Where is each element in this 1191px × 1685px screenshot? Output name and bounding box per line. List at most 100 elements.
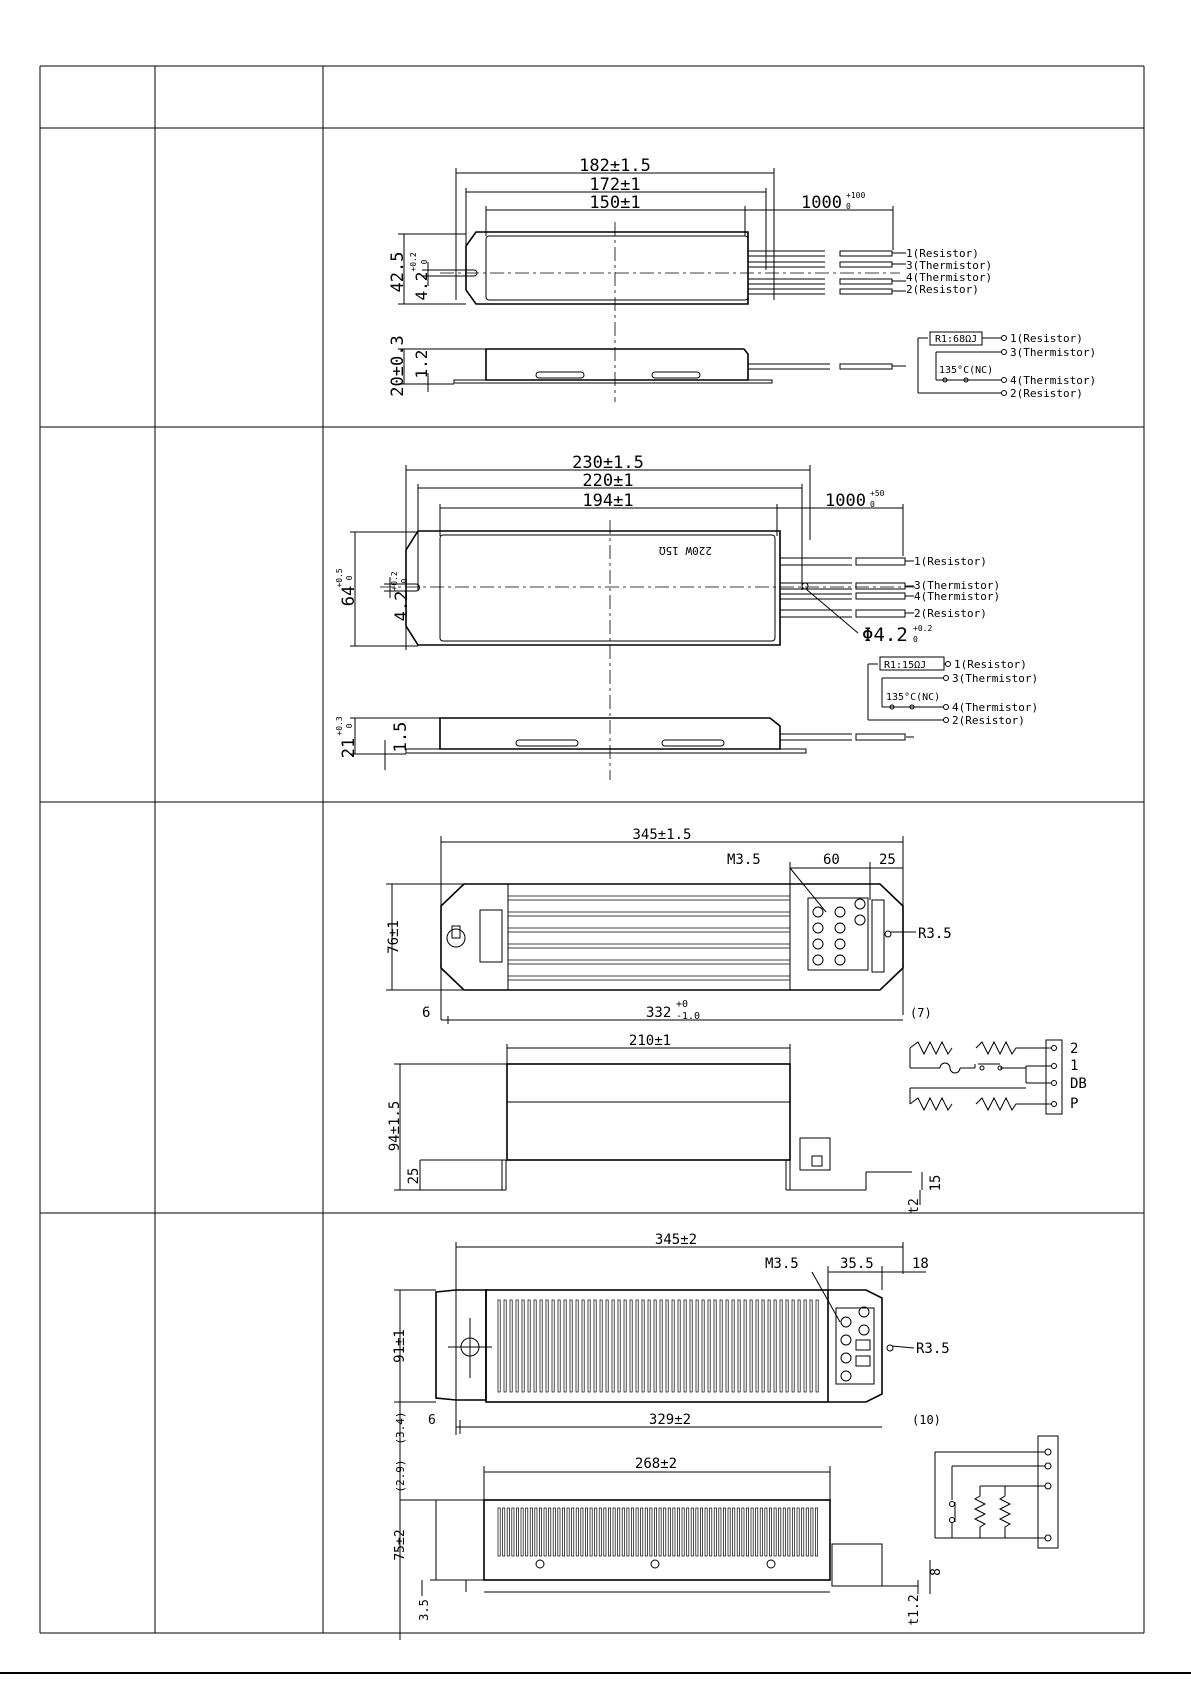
drawing-row-4: 345±2 M3.5 35.5 18 R3.5 91±1 6 32	[392, 1232, 1059, 1640]
plate-dim: t1.2	[907, 1594, 922, 1625]
thermostat-label: 135°C(NC)	[886, 692, 940, 703]
pitch-tol-upper: +0	[676, 999, 688, 1010]
foot-dim: 3.5	[417, 1599, 431, 1621]
right-offset-dim: (10)	[912, 1413, 941, 1427]
terminal-height-dim: 8	[929, 1568, 944, 1576]
terminal-label-4: 4(Thermistor)	[952, 701, 1038, 714]
terminal-label-p: P	[1070, 1096, 1078, 1112]
terminal-label-3: 3(Thermistor)	[1010, 346, 1096, 359]
right-offset-dim: (7)	[910, 1006, 932, 1020]
lead-length-dim: 1000	[825, 491, 866, 511]
depth-dim: 75±2	[393, 1529, 408, 1560]
lead-label-2: 2(Resistor)	[914, 607, 987, 620]
footer-rule	[0, 1672, 1191, 1674]
lead-label-2: 2(Resistor)	[906, 283, 979, 296]
drawing-row-1: 182±1.5 172±1 150±1 1000 +100 0 1(Re	[388, 156, 1096, 402]
radius-dim: R3.5	[916, 1341, 950, 1357]
screw-dim: M3.5	[727, 852, 761, 868]
height-dim: 42.5	[388, 252, 408, 293]
terminal-label-2: 2(Resistor)	[952, 714, 1025, 727]
lead-tol-lower: 0	[846, 202, 851, 211]
thickness-dim: 20±0.3	[388, 335, 408, 396]
body-length-dim: 210±1	[629, 1033, 671, 1049]
resistor-label: R1:15ΩJ	[884, 660, 926, 671]
height-tol-upper: +0.5	[335, 568, 344, 587]
slot-width-dim: 4.2	[412, 272, 431, 301]
left-offset-dim: 6	[428, 1413, 436, 1428]
terminal-span-dim: 60	[823, 852, 840, 868]
lead-label-1: 1(Resistor)	[906, 247, 979, 260]
drawing-row-2: 230±1.5 220±1 194±1 1000 +50 0 220W 15Ω …	[335, 453, 1038, 780]
wiring-schematic	[909, 1039, 1063, 1115]
mount-pitch-dim: 220±1	[582, 471, 633, 491]
terminal-label-3: 3(Thermistor)	[952, 672, 1038, 685]
hole-tol-upper: +0.2	[913, 624, 932, 633]
terminal-label-1: 1(Resistor)	[1010, 332, 1083, 345]
end-span-dim: 25	[879, 852, 896, 868]
foot-dim: 25	[406, 1168, 422, 1185]
lead-label-4: 4(Thermistor)	[914, 590, 1000, 603]
slot-tol-lower: 0	[420, 259, 429, 264]
plate-dim: t2	[907, 1198, 922, 1214]
lead-wires	[748, 250, 906, 295]
terminal-block	[807, 897, 869, 971]
heat-sink-fins	[508, 895, 790, 981]
terminal-block	[835, 1306, 875, 1385]
resistor-label: R1:68ΩJ	[935, 334, 977, 345]
height-dim: 76±1	[386, 920, 402, 954]
lead-label-1: 1(Resistor)	[914, 555, 987, 568]
thickness-tol-lower: 0	[345, 723, 354, 728]
overall-length-dim: 182±1.5	[579, 156, 651, 176]
slot-width-dim: 4.2	[392, 591, 412, 622]
body-length-dim: 268±2	[635, 1456, 677, 1472]
height-dim: 64	[339, 586, 359, 606]
height-tol-lower: 0	[345, 575, 354, 580]
slot-tol-lower: 0	[400, 578, 409, 583]
terminal-label-1: 1(Resistor)	[954, 658, 1027, 671]
overall-length-dim: 230±1.5	[572, 453, 644, 473]
lead-label-4: 4(Thermistor)	[906, 271, 992, 284]
heat-sink-fins	[497, 1507, 818, 1557]
heat-sink-fins	[497, 1299, 819, 1393]
slot-tol-upper: +0.2	[390, 571, 399, 590]
lead-label-3: 3(Thermistor)	[906, 259, 992, 272]
thickness-tol-upper: +0.3	[335, 716, 344, 735]
plate-dim: 1.5	[391, 722, 411, 753]
overall-length-dim: 345±2	[655, 1232, 697, 1248]
wiring-schematic	[867, 656, 951, 723]
pitch-tol-lower: -1.0	[676, 1011, 700, 1022]
body-length-dim: 150±1	[589, 193, 640, 213]
table-grid	[39, 65, 1145, 1634]
radius-dim: R3.5	[918, 926, 952, 942]
end-span-dim: 18	[912, 1256, 929, 1272]
pitch-dim: 329±2	[649, 1412, 691, 1428]
depth-dim: 94±1.5	[387, 1101, 403, 1152]
left-offset-dim: 6	[422, 1005, 430, 1021]
terminal-label-2: 2(Resistor)	[1010, 387, 1083, 400]
gap-a-dim: (3.4)	[394, 1411, 407, 1444]
terminal-label-db: DB	[1070, 1076, 1087, 1092]
mount-pitch-dim: 172±1	[589, 175, 640, 195]
terminal-height-dim: 15	[928, 1175, 944, 1192]
lead-tol-upper: +100	[846, 191, 865, 200]
body-length-dim: 194±1	[582, 491, 633, 511]
terminal-label-4: 4(Thermistor)	[1010, 374, 1096, 387]
lead-label-3: 3(Thermistor)	[914, 579, 1000, 592]
drawing-row-3: 345±1.5 M3.5 60 25 R3.5	[386, 827, 1087, 1214]
height-dim: 91±1	[392, 1329, 408, 1363]
terminal-label-2: 2	[1070, 1041, 1078, 1057]
screw-dim: M3.5	[765, 1256, 799, 1272]
lead-tol-lower: 0	[870, 500, 875, 509]
terminal-label-1: 1	[1070, 1058, 1078, 1074]
gap-b-dim: (2.9)	[394, 1459, 407, 1492]
hole-dim: Φ4.2	[862, 624, 908, 646]
body-marking: 220W 15Ω	[659, 544, 712, 557]
overall-length-dim: 345±1.5	[632, 827, 691, 843]
slot-tol-upper: +0.2	[409, 252, 418, 271]
lead-wires	[780, 557, 914, 618]
lead-length-dim: 1000	[801, 193, 842, 213]
pitch-dim: 332	[646, 1005, 671, 1021]
thickness-dim: 21	[339, 738, 359, 758]
wiring-schematic	[917, 331, 1007, 396]
